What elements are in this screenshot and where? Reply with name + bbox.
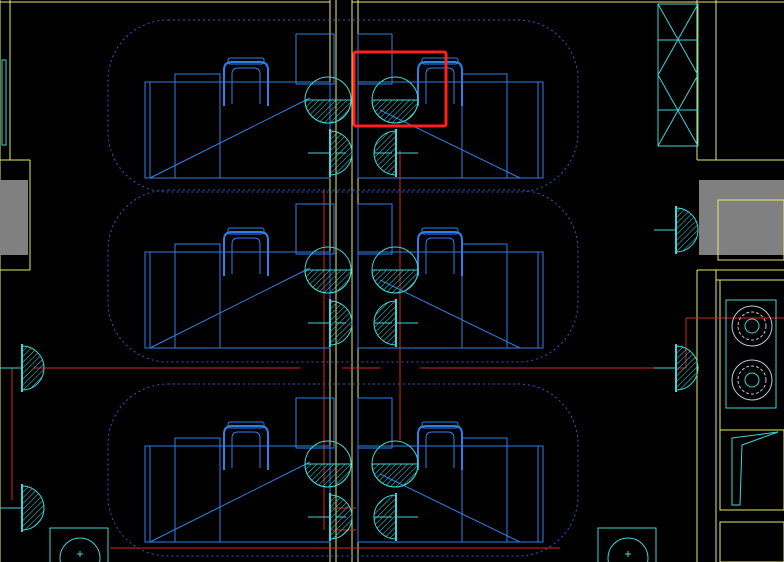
column-fill-left [0,180,28,255]
column-fill-right [699,180,784,255]
pod-outline [107,19,579,193]
chair-icon [417,421,463,470]
selection-highlight[interactable] [352,50,448,128]
half-round-wall-light-icon[interactable] [0,344,45,392]
cabinet-elevation [719,429,784,511]
workstation-pod [107,19,579,193]
chair-icon [223,57,269,106]
potted-plant-icon [731,359,773,401]
pod-outline [107,383,579,557]
workstation-pod [107,383,579,557]
chair-icon [223,421,269,470]
desk-icon [357,203,544,349]
round-light-icon[interactable] [304,76,352,124]
floor-socket-icon[interactable] [49,527,109,562]
selection-layer [352,50,448,128]
round-light-icon[interactable] [304,246,352,294]
workstation-pods-layer [0,19,699,562]
half-round-wall-light-icon[interactable] [0,484,45,532]
plant-planter [725,299,777,409]
chair-icon [417,57,463,106]
wall-window-left [1,59,7,146]
half-round-wall-light-icon[interactable] [654,344,699,392]
column-outline-right [717,199,784,261]
chair-icon [417,227,463,276]
round-light-icon[interactable] [371,76,419,124]
right-wall-elements [719,299,784,562]
round-light-icon[interactable] [371,246,419,294]
half-round-wall-light-icon[interactable] [654,206,699,254]
potted-plant-icon [731,305,773,347]
round-light-icon[interactable] [371,440,419,488]
round-light-icon[interactable] [304,440,352,488]
cabinet-lower [719,521,784,562]
workstation-pod [107,189,579,363]
pod-outline [107,189,579,363]
window-panel [657,3,699,147]
floor-socket-icon[interactable] [597,527,657,562]
chair-icon [223,227,269,276]
